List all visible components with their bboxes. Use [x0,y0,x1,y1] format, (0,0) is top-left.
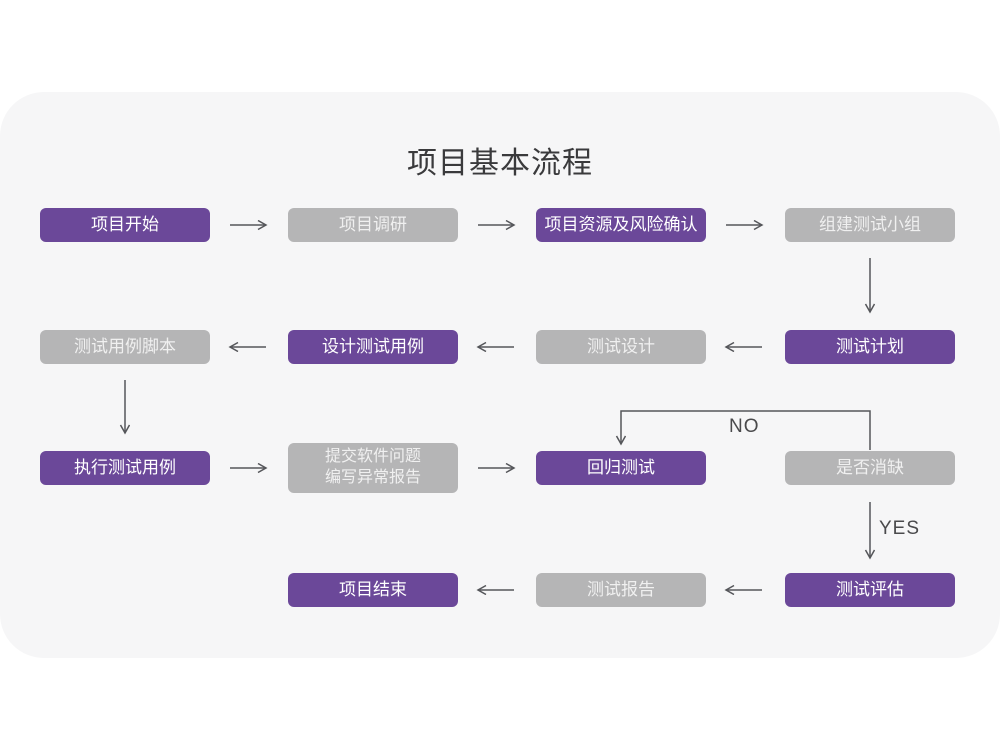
flow-node-defect-resolved: 是否消缺 [785,451,955,485]
flow-node-test-evaluation: 测试评估 [785,573,955,607]
yes-branch-label: YES [879,518,921,539]
flow-node-test-case-script: 测试用例脚本 [40,330,210,364]
flow-node-build-test-team: 组建测试小组 [785,208,955,242]
flow-node-submit-issue-report: 提交软件问题 编写异常报告 [288,443,458,493]
flow-node-project-end: 项目结束 [288,573,458,607]
flow-node-test-plan: 测试计划 [785,330,955,364]
flow-node-test-design: 测试设计 [536,330,706,364]
flow-node-resource-risk: 项目资源及风险确认 [536,208,706,242]
flow-node-design-test-cases: 设计测试用例 [288,330,458,364]
flow-node-project-start: 项目开始 [40,208,210,242]
no-branch-label: NO [729,416,760,437]
flow-node-regression-test: 回归测试 [536,451,706,485]
flow-node-project-research: 项目调研 [288,208,458,242]
flow-node-execute-test-cases: 执行测试用例 [40,451,210,485]
flowchart-card [0,92,1000,658]
flow-node-test-report: 测试报告 [536,573,706,607]
page-title: 项目基本流程 [407,147,593,180]
